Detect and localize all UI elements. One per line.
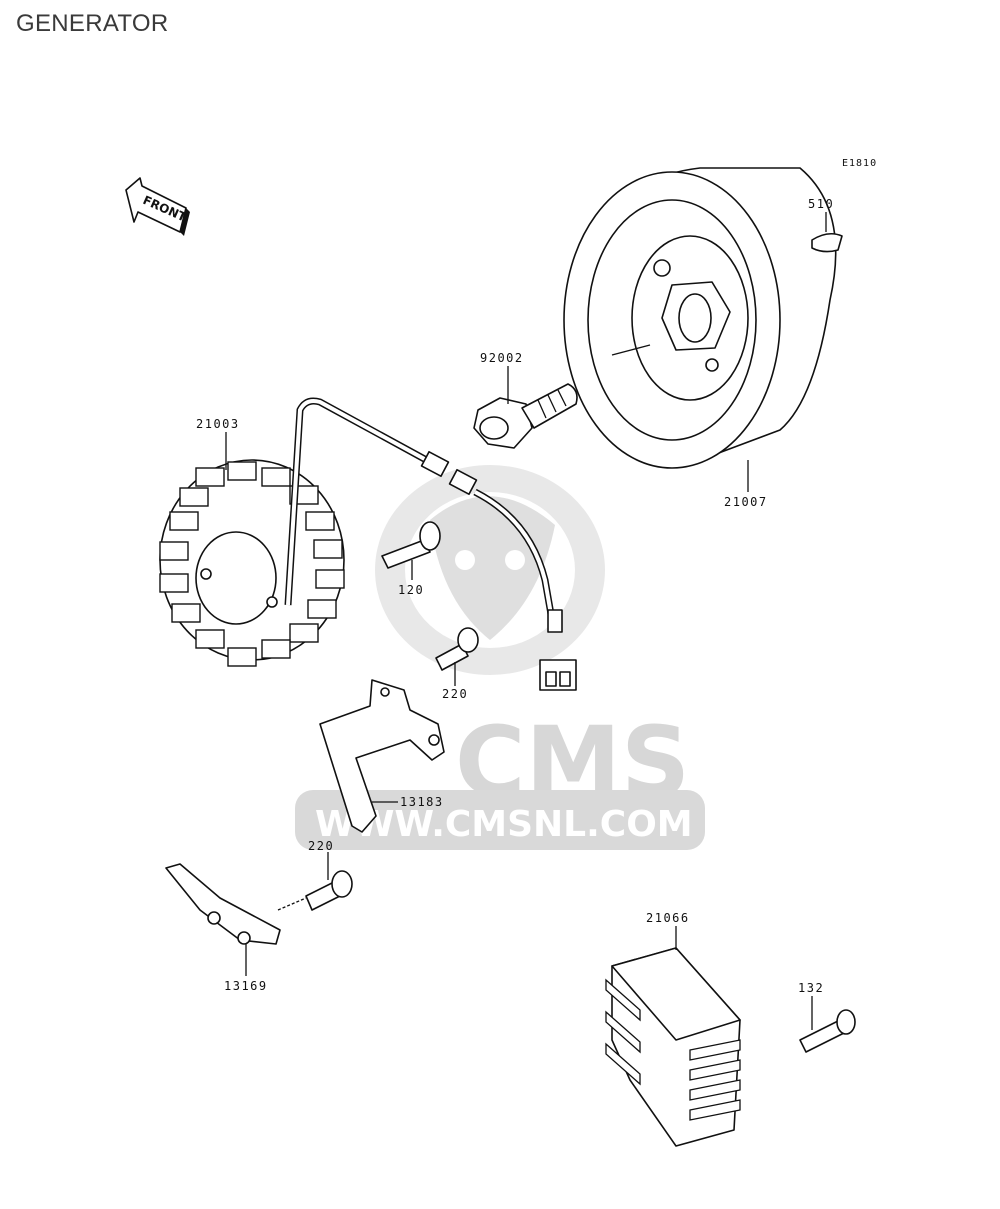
callout-120: 120 [398, 583, 424, 597]
bracket-bolt-220-lower [305, 870, 353, 911]
callout-510: 510 [808, 197, 834, 211]
bracket-bolt-220-upper [435, 627, 479, 671]
regulator-bolt-132 [799, 1009, 856, 1053]
front-direction-arrow: FRONT [125, 177, 190, 236]
callout-labels: 21003 92002 21007 510 120 220 13183 220 … [196, 197, 834, 995]
callout-21066: 21066 [646, 911, 690, 925]
stator-coil [159, 459, 345, 667]
callout-13183: 13183 [400, 795, 444, 809]
stator-screw-120 [381, 521, 441, 569]
rotor-bolt-92002 [473, 383, 578, 449]
clamp-plate-13169 [165, 863, 281, 945]
woodruff-key-510 [811, 232, 843, 253]
callout-21007: 21007 [724, 495, 768, 509]
page-title: GENERATOR [16, 10, 169, 37]
wire-harness [284, 397, 577, 691]
leader-lines [225, 212, 827, 1030]
bracket-13183 [319, 679, 445, 833]
watermark-url-band [295, 790, 705, 850]
rotor-flywheel [563, 167, 837, 469]
watermark-logo [375, 465, 605, 675]
callout-92002: 92002 [480, 351, 524, 365]
regulator-rectifier-21066 [605, 947, 741, 1147]
callout-132: 132 [798, 981, 824, 995]
callout-13169: 13169 [224, 979, 268, 993]
callout-220-lower: 220 [308, 839, 334, 853]
callout-220-upper: 220 [442, 687, 468, 701]
callout-21003: 21003 [196, 417, 240, 431]
watermark-url: WWW.CMSNL.COM [315, 804, 693, 845]
diagram-code: E1810 [842, 158, 877, 169]
